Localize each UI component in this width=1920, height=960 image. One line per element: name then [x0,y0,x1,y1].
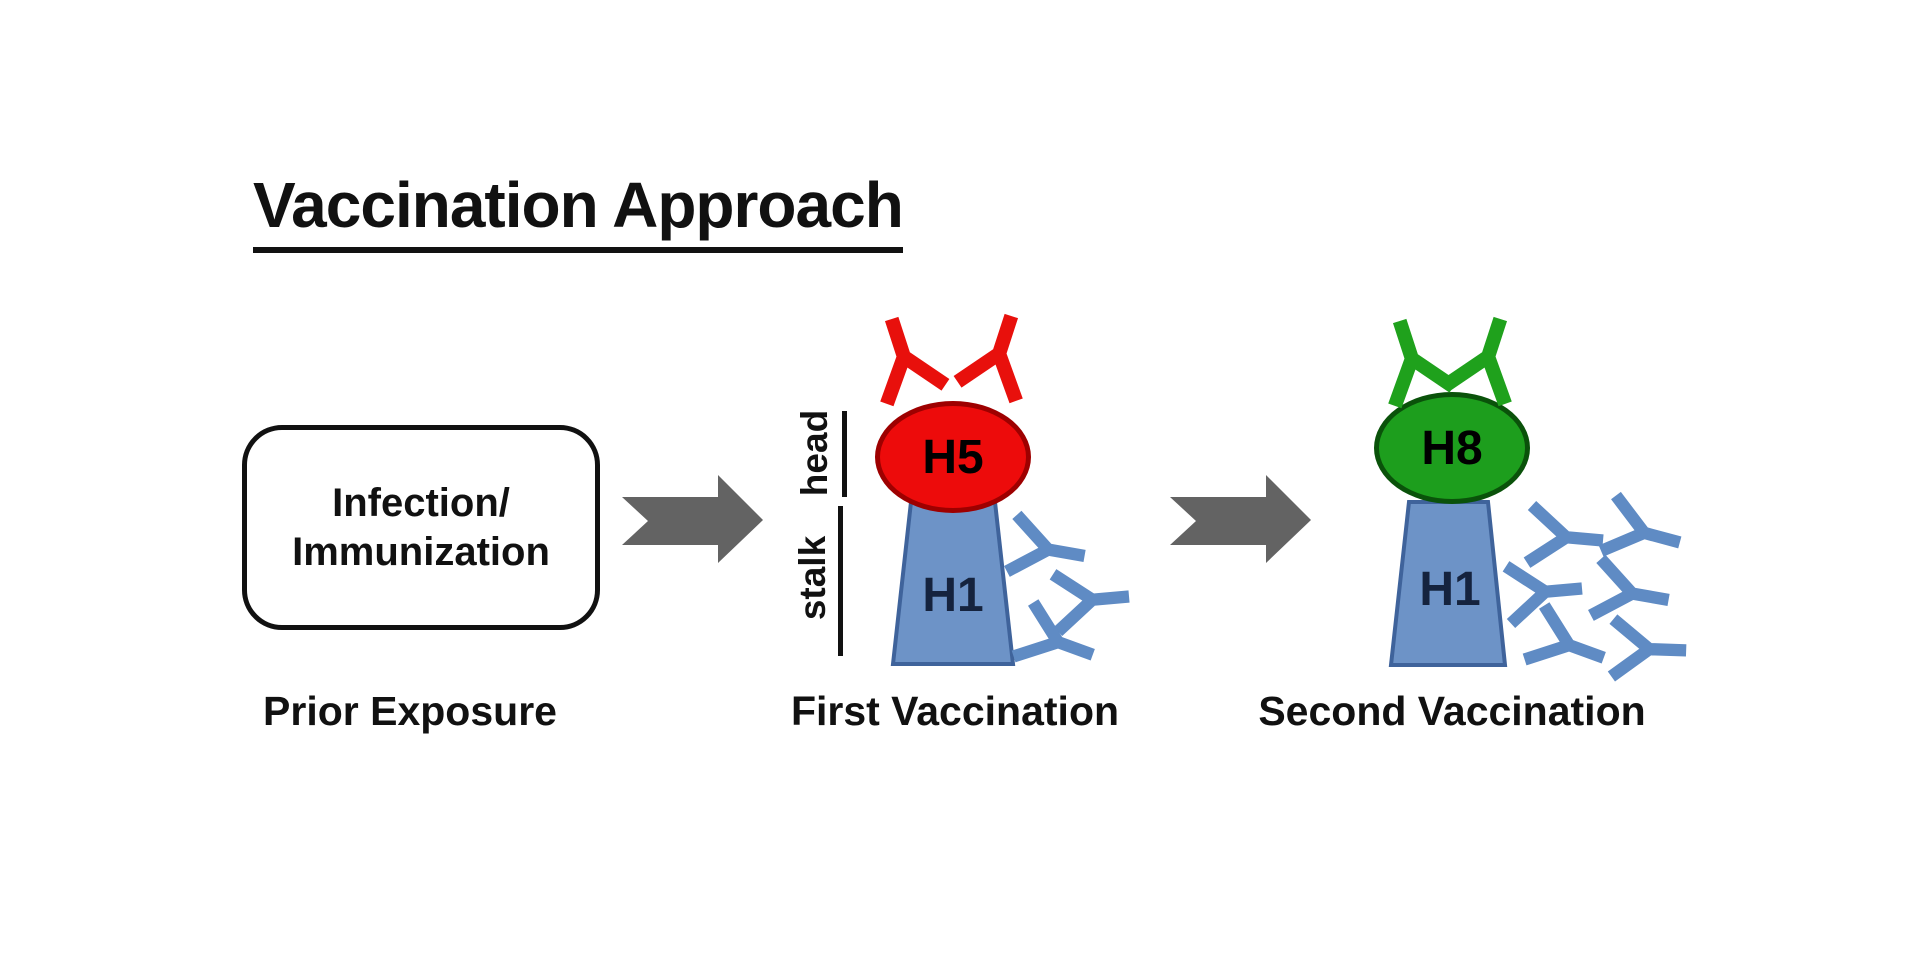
head-axis-label: head [794,409,835,497]
second-stalk-antibody-icon [1588,554,1670,621]
first-head-shape: H5 [875,401,1031,513]
prior-exposure-line1: Infection/ [332,480,510,525]
prior-exposure-box: Infection/ Immunization [242,425,600,630]
second-vaccination-caption: Second Vaccination [1258,688,1646,734]
first-head-label: H5 [922,430,984,484]
first-stalk-label: H1 [922,569,984,622]
head-axis-line [842,411,847,497]
second-stalk-antibody-icon [1607,614,1687,682]
right-arrow-icon [622,475,763,563]
first-stalk-antibody-icon [1049,569,1130,637]
prior-exposure-box-text: Infection/ Immunization [292,479,550,577]
stalk-axis-line [838,506,843,656]
prior-exposure-line2: Immunization [292,529,550,574]
second-stalk-antibody-icon [1523,500,1604,568]
first-stalk-antibody-icon [1011,599,1095,663]
first-head-antibody-icon [880,316,950,407]
prior-exposure-caption: Prior Exposure [263,688,557,734]
stalk-axis-label: stalk [792,535,833,621]
second-head-shape: H8 [1374,392,1530,504]
first-vaccination-caption: First Vaccination [790,688,1120,734]
right-arrow-icon [1170,475,1311,563]
diagram-title: Vaccination Approach [253,168,904,253]
second-stalk-label: H1 [1419,563,1481,616]
second-stalk-antibody-icon [1522,602,1606,666]
second-stalk-antibody-icon [1598,491,1682,557]
first-head-antibody-icon [953,313,1023,404]
second-head-label: H8 [1421,421,1483,475]
